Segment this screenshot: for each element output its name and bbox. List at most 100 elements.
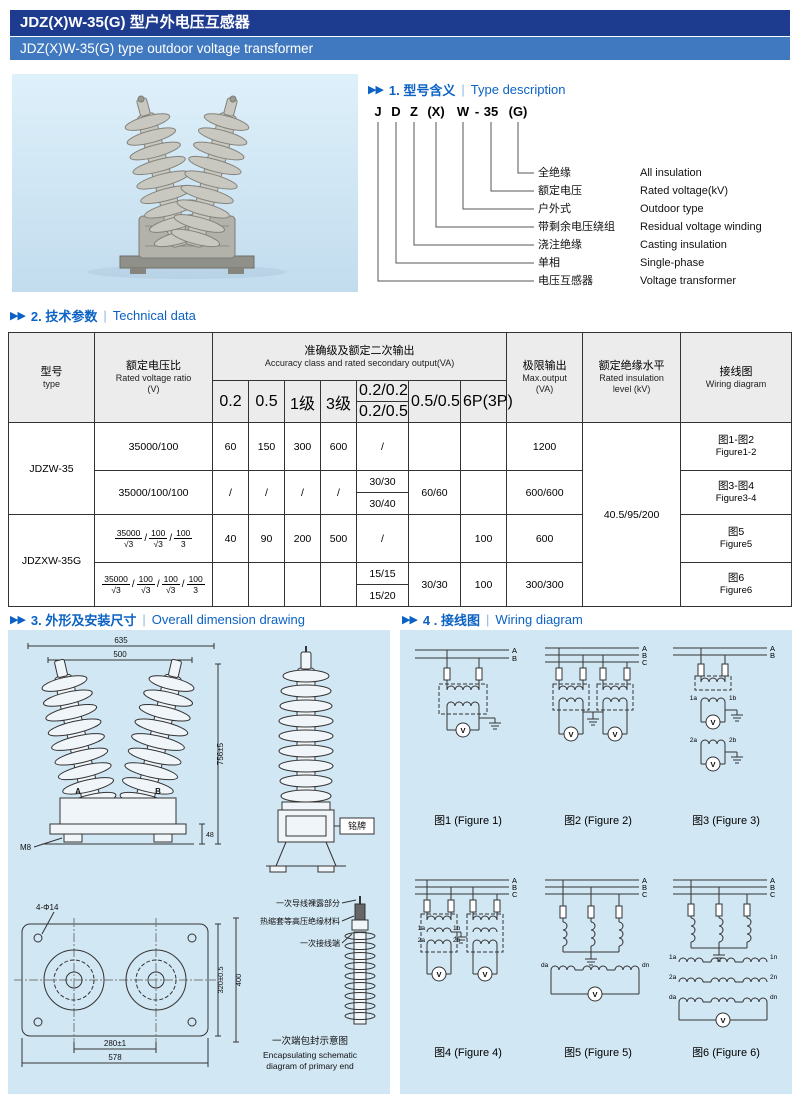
value-cell: 600 [320, 422, 357, 471]
dim-578-label: 578 [108, 1053, 122, 1062]
svg-text:dn: dn [642, 962, 650, 969]
encap-caption-cn: 一次端包封示意图 [272, 1035, 348, 1047]
max-output-cell: 300/300 [506, 562, 584, 607]
wiring-figure-2: A B C V V 图2 (Figure 2) [538, 638, 658, 828]
legend-cn: 浇注绝缘 [538, 239, 582, 251]
section-1-title-cn: 1. 型号含义 [388, 82, 456, 98]
svg-text:B: B [770, 651, 775, 660]
section-2-heading: ▶▶ 2. 技术参数 | Technical data [10, 306, 196, 324]
nameplate-label: 铭牌 [348, 820, 366, 831]
svg-text:C: C [642, 658, 648, 667]
value-cell: 40 [212, 514, 249, 563]
value-cell: 90 [248, 514, 285, 563]
type-name: JDZW-35 [8, 422, 95, 515]
wiring-figure-5: A B C da dn V 图5 (Figure 5) [538, 870, 658, 1060]
svg-text:A: A [770, 876, 775, 885]
product-photo [12, 74, 358, 292]
figure-caption: 图5 (Figure 5) [564, 1047, 632, 1059]
svg-text:A: A [642, 644, 647, 653]
svg-text:A: A [642, 876, 647, 885]
svg-text:1a: 1a [690, 695, 698, 702]
dim-holes-label: 4-Φ14 [36, 903, 59, 912]
legend-en: All insulation [640, 167, 702, 179]
insulation-level-cell: 40.5/95/200 [582, 422, 682, 607]
dim-756-label: 756±5 [216, 742, 225, 765]
svg-text:1b: 1b [453, 925, 461, 932]
col-header-class3: 3级 [320, 380, 357, 423]
svg-text:V: V [568, 730, 573, 739]
section-1-heading: ▶▶ 1. 型号含义 | Type description [368, 80, 565, 98]
svg-text:1a: 1a [418, 925, 426, 932]
code-letter: - [474, 104, 480, 119]
top-view-drawing: 4-Φ14 280±1 578 320±0.5 400 [14, 903, 243, 1067]
type-code-connector-lines [377, 122, 534, 282]
page-title-cn: JDZ(X)W-35(G) 型户外电压互感器 [10, 10, 790, 36]
value-cell: 500 [320, 514, 357, 563]
wiring-figure-3: A B 1a 1b V 2a 2b V [666, 638, 786, 828]
svg-text:2n: 2n [770, 974, 778, 981]
wiring-figure-1-schematic: A B V [415, 646, 517, 738]
dimension-drawing-panel: 635 500 756±5 A B M8 48 [8, 630, 390, 1094]
heading-separator: | [103, 307, 107, 323]
legend-en: Casting insulation [640, 239, 727, 251]
legend-cn: 全绝缘 [538, 167, 571, 179]
svg-text:1a: 1a [669, 954, 677, 961]
wiring-figure-2-schematic: A B C V V [545, 644, 648, 742]
wiring-figure-6: A B C 1a 1n 2a 2n da dn [666, 870, 786, 1060]
value-cell-empty [459, 422, 508, 471]
svg-text:B: B [642, 651, 647, 660]
double-arrow-icon: ▶▶ [368, 83, 384, 96]
figure-caption: 图6 (Figure 6) [692, 1047, 760, 1059]
code-letter: J [374, 104, 382, 119]
legend-cn: 户外式 [538, 203, 571, 215]
svg-text:1n: 1n [770, 954, 778, 961]
encap-annotation-1: 一次导线裸露部分 [276, 898, 340, 908]
value-cell: 15/15 [356, 562, 409, 585]
value-cell-empty [248, 562, 285, 607]
figure-caption: 图1 (Figure 1) [434, 815, 502, 827]
wiring-diagram-panel: A B V 图1 (Figure 1) A B C [400, 630, 792, 1094]
type-legend-row: 浇注绝缘 Casting insulation [538, 238, 790, 252]
dim-400-label: 400 [234, 974, 243, 987]
wiring-figure-6-schematic: A B C 1a 1n 2a 2n da dn [669, 876, 778, 1028]
value-cell-empty [408, 514, 461, 563]
value-cell: / [320, 470, 357, 515]
svg-text:2a: 2a [669, 974, 677, 981]
legend-cn: 额定电压 [538, 185, 582, 197]
svg-text:1b: 1b [729, 695, 737, 702]
svg-text:C: C [770, 890, 776, 899]
encap-caption-en1: Encapsulating schematic [263, 1050, 358, 1060]
svg-text:A: A [512, 876, 517, 885]
transformer-photo-sketch [87, 91, 287, 279]
section-3-heading: ▶▶ 3. 外形及安装尺寸 | Overall dimension drawin… [10, 610, 305, 628]
section-2-title-cn: 2. 技术参数 [30, 308, 98, 324]
value-cell: 30/30 [408, 562, 461, 607]
front-view-drawing: 635 500 756±5 A B M8 48 [20, 636, 225, 852]
max-output-cell: 1200 [506, 422, 584, 471]
section-4-heading: ▶▶ 4 . 接线图 | Wiring diagram [402, 610, 583, 628]
value-cell-empty [408, 422, 461, 471]
svg-text:B: B [642, 883, 647, 892]
limb-b-label: B [155, 787, 161, 796]
svg-text:C: C [512, 890, 518, 899]
col-header-6p: 6P(3P) [459, 380, 513, 423]
svg-text:2b: 2b [453, 937, 461, 944]
dim-500-label: 500 [113, 650, 127, 659]
limb-a-label: A [75, 787, 81, 796]
value-cell: 100 [459, 514, 508, 563]
value-cell: / [356, 514, 409, 563]
ground-icon [730, 709, 744, 722]
section-2-title-en: Technical data [112, 307, 196, 323]
value-cell: 150 [248, 422, 285, 471]
legend-cn: 单相 [538, 257, 560, 269]
section-4-title-cn: 4 . 接线图 [422, 612, 480, 628]
